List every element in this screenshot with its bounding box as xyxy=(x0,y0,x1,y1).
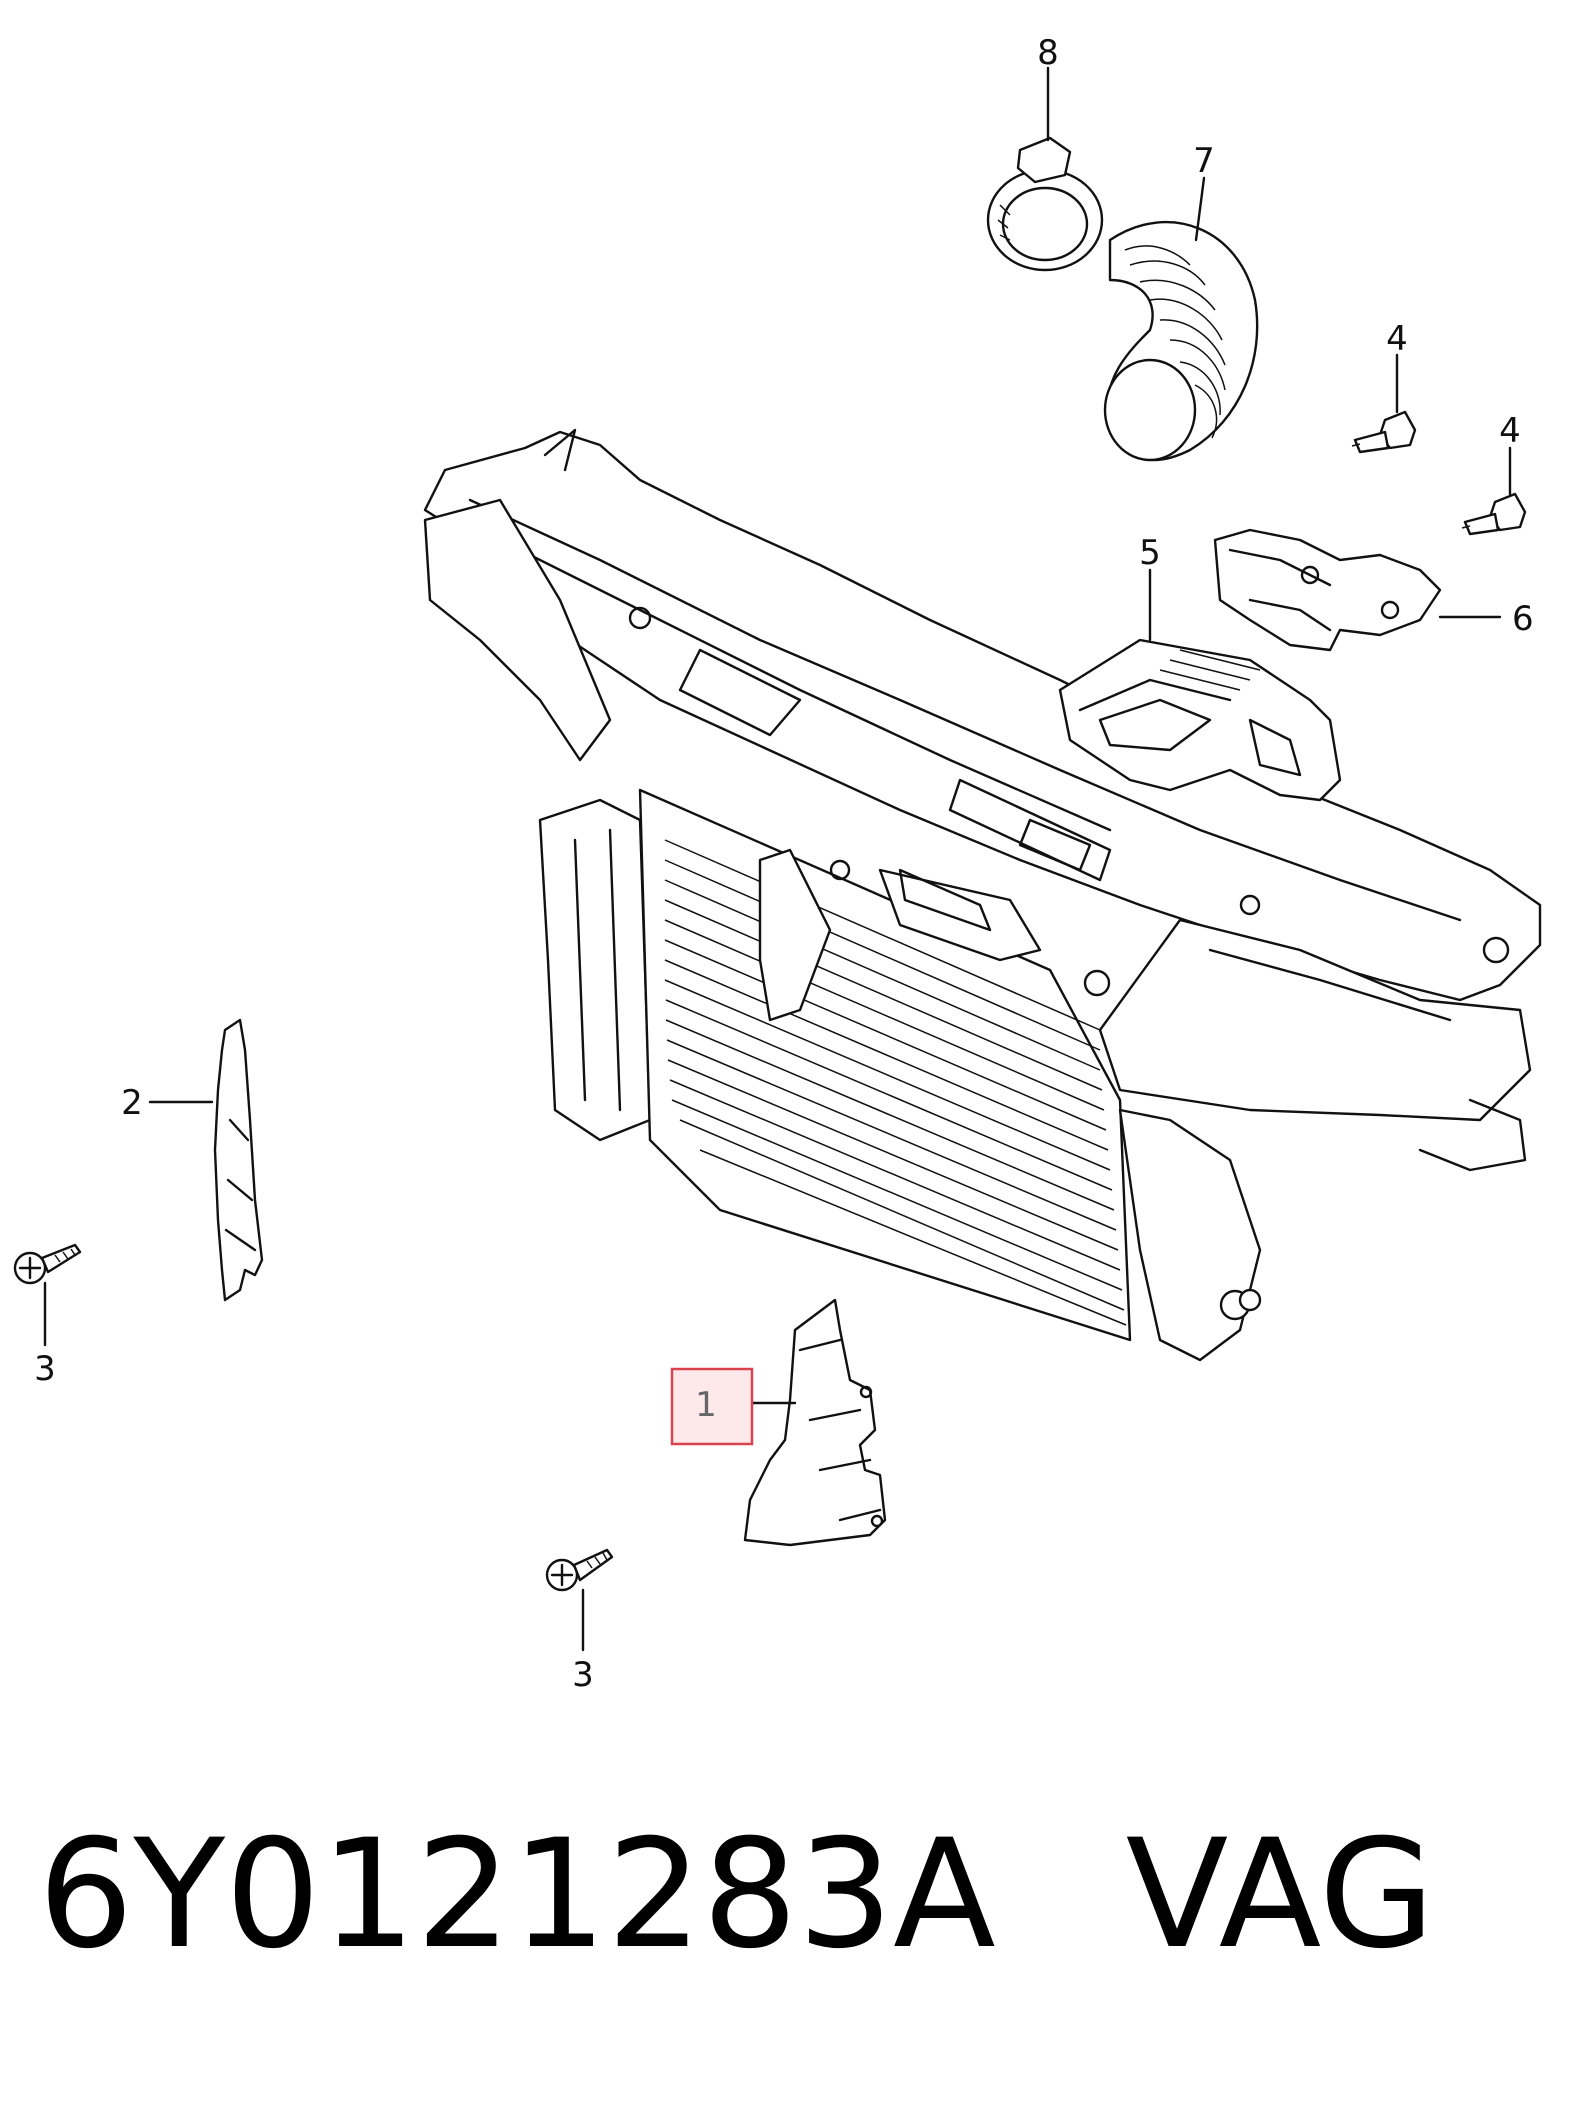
callout-8: 8 xyxy=(1037,33,1059,73)
callout-1: 1 xyxy=(695,1385,717,1425)
callout-3-left: 3 xyxy=(34,1349,56,1389)
callout-5: 5 xyxy=(1139,533,1161,573)
screw-left-part-3 xyxy=(13,1243,82,1285)
part-number: 6Y0121283A xyxy=(38,1808,996,1982)
air-duct-part-5 xyxy=(1058,638,1342,802)
air-guide-left-part-2 xyxy=(213,1018,264,1302)
air-intake-housing-part-6 xyxy=(1213,528,1442,652)
clip-upper-part-4 xyxy=(1351,410,1417,454)
front-end-carrier xyxy=(423,428,1542,1362)
leader-part-7 xyxy=(1194,176,1206,242)
corrugated-hose-part-7 xyxy=(1103,221,1259,462)
clip-lower-part-4 xyxy=(1461,492,1527,536)
air-guide-right-part-1 xyxy=(743,1298,887,1547)
callout-7: 7 xyxy=(1193,141,1215,181)
callout-2: 2 xyxy=(121,1083,143,1123)
callout-4-upper: 4 xyxy=(1386,319,1408,359)
hose-ribs xyxy=(1124,245,1226,439)
radiator-fins xyxy=(664,839,1127,1326)
screw-bottom-part-3 xyxy=(545,1548,614,1592)
callout-labels: 8 7 4 4 5 6 2 1 3 3 xyxy=(34,33,1533,1695)
callout-3-bottom: 3 xyxy=(572,1655,594,1695)
highlight-box-part-1 xyxy=(670,1367,754,1446)
hose-clamp-part-8 xyxy=(986,136,1104,272)
callout-6: 6 xyxy=(1512,599,1534,639)
brand-name: VAG xyxy=(1125,1808,1435,1982)
callout-4-lower: 4 xyxy=(1499,411,1521,451)
exploded-parts-diagram: 8 7 4 4 5 6 2 1 3 3 xyxy=(13,33,1542,1695)
leader-lines xyxy=(43,66,1512,1652)
